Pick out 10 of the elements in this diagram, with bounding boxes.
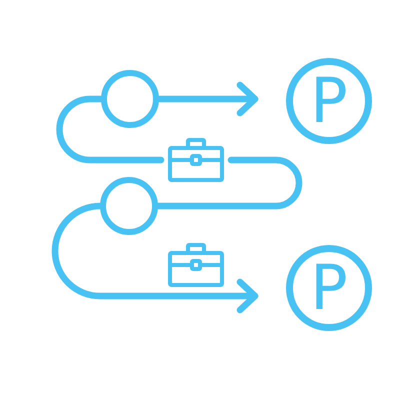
circle-letter: P: [310, 70, 348, 132]
circle-node: [286, 245, 372, 331]
arrow: [52, 202, 258, 314]
circle-node: [101, 70, 159, 128]
briefcase-icon: [167, 137, 225, 183]
circle-node: [286, 58, 372, 144]
connector-line: [56, 96, 164, 164]
circle-node: [100, 177, 158, 235]
circle-letter: P: [310, 257, 348, 319]
briefcase-icon: [167, 242, 225, 288]
